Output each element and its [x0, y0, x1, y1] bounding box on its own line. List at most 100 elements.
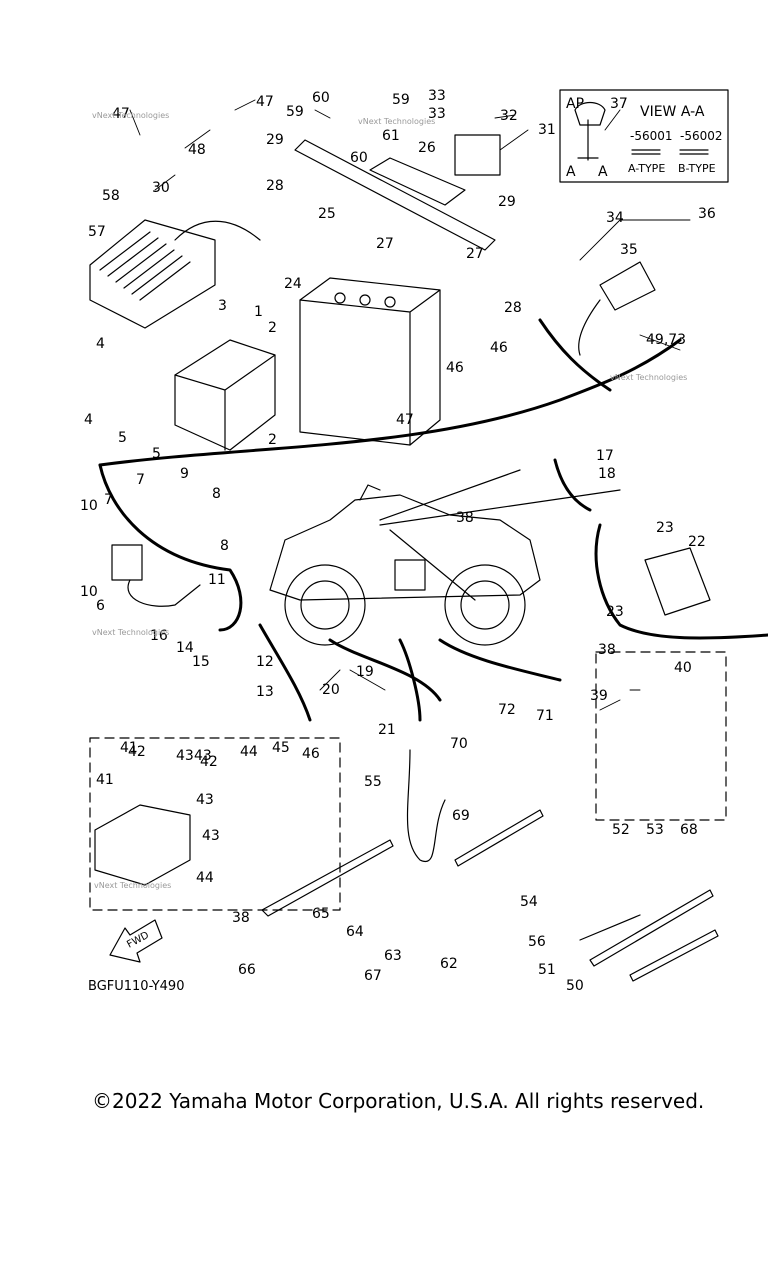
callout-number: 63 [384, 948, 402, 964]
callout-number: 29 [266, 132, 284, 148]
callout-number: 30 [152, 180, 170, 196]
callout-number: 55 [364, 774, 382, 790]
callout-number: 3 [218, 298, 227, 314]
callout-number: 67 [364, 968, 382, 984]
callout-number: 65 [312, 906, 330, 922]
view-box-prefix: AP [566, 96, 584, 112]
callout-number: 15 [192, 654, 210, 670]
callout-number: 33 [428, 88, 446, 104]
callout-number: 46 [490, 340, 508, 356]
callout-number: 38 [232, 910, 250, 926]
watermark: vNext Technologies [92, 111, 169, 120]
callout-number: 42 [128, 744, 146, 760]
callout-number: 36 [698, 206, 716, 222]
callout-number: 57 [88, 224, 106, 240]
callout-number: 56 [528, 934, 546, 950]
callout-number: 12 [256, 654, 274, 670]
callout-number: 48 [188, 142, 206, 158]
callout-number: 40 [674, 660, 692, 676]
callout-number: 7 [104, 492, 113, 508]
callout-number: 58 [102, 188, 120, 204]
harness-dashed-region [595, 651, 727, 821]
callout-number: 60 [350, 150, 368, 166]
callout-number: 46 [302, 746, 320, 762]
callout-number: 27 [466, 246, 484, 262]
callout-number: 43 [196, 792, 214, 808]
callout-number: 38 [598, 642, 616, 658]
watermarks: vNext Technologies vNext Technologies vN… [92, 111, 687, 890]
diagram-code: BGFU110-Y490 [88, 979, 184, 994]
callout-number: 39 [590, 688, 608, 704]
callout-number: 38 [456, 510, 474, 526]
view-box-code-a: -56001 [630, 129, 673, 143]
callout-number: 20 [322, 682, 340, 698]
callout-number: 42 [200, 754, 218, 770]
cable-bands [261, 809, 719, 982]
callout-number: 45 [272, 740, 290, 756]
callout-number: 1 [254, 304, 263, 320]
callout-number: 13 [256, 684, 274, 700]
callout-number: 19 [356, 664, 374, 680]
callout-number: 51 [538, 962, 556, 978]
callout-number: 52 [612, 822, 630, 838]
callout-number: 23 [606, 604, 624, 620]
callout-number: 21 [378, 722, 396, 738]
callout-number: 26 [418, 140, 436, 156]
ecu-module [89, 219, 261, 329]
view-box-section-right: A [598, 164, 608, 180]
rectifier-regulator [644, 547, 711, 616]
view-box-type-b: B-TYPE [678, 162, 716, 175]
view-box-type-a: A-TYPE [628, 162, 665, 175]
callout-number: 61 [382, 128, 400, 144]
callout-number: 10 [80, 498, 98, 514]
callout-number: 27 [376, 236, 394, 252]
fuse-box [94, 804, 191, 886]
callout-number: 44 [240, 744, 258, 760]
leader-lines [129, 99, 691, 711]
watermark: vNext Technologies [94, 881, 171, 890]
callout-number: 4 [96, 336, 105, 352]
callout-number: 71 [536, 708, 554, 724]
starter-relay [454, 134, 501, 176]
callout-number: 43 [194, 748, 212, 764]
view-box-text: AP 37 VIEW A-A -56001 -56002 A-TYPE B-TY… [566, 96, 723, 180]
callout-number: 18 [598, 466, 616, 482]
copyright-notice: ©2022 Yamaha Motor Corporation, U.S.A. A… [92, 1089, 705, 1113]
callout-number: 16 [150, 628, 168, 644]
control-unit [174, 339, 276, 451]
callout-number: 59 [392, 92, 410, 108]
watermark: vNext Technologies [358, 117, 435, 126]
battery-band [294, 139, 496, 251]
watermark: vNext Technologies [610, 373, 687, 382]
atv-illustration [269, 469, 621, 646]
callout-number: 60 [312, 90, 330, 106]
callout-number: 28 [504, 300, 522, 316]
callout-number: 50 [566, 978, 584, 994]
callout-number: 43 [176, 748, 194, 764]
callout-number: 69 [452, 808, 470, 824]
callout-number: 28 [266, 178, 284, 194]
callout-number: 9 [180, 466, 189, 482]
parts-diagram: 1223445567788910101112131415161718192021… [80, 88, 768, 994]
fuse-box-dashed-region [89, 737, 341, 911]
callout-number: 70 [450, 736, 468, 752]
view-box-title: VIEW A-A [640, 104, 705, 120]
callout-number: 35 [620, 242, 638, 258]
view-box-section-left: A [566, 164, 576, 180]
callout-number: 8 [212, 486, 221, 502]
ignition-coil [111, 544, 201, 607]
callout-number: 7 [136, 472, 145, 488]
callout-number: 17 [596, 448, 614, 464]
callout-number: 72 [498, 702, 516, 718]
callout-number: 59 [286, 104, 304, 120]
callout-number: 54 [520, 894, 538, 910]
view-box-part-no: 37 [610, 96, 628, 112]
callout-number: 66 [238, 962, 256, 978]
callout-number: 2 [268, 320, 277, 336]
battery [299, 277, 441, 446]
callout-number: 2 [268, 432, 277, 448]
callout-number: 47 [256, 94, 274, 110]
callout-number: 34 [606, 210, 624, 226]
callout-number: 33 [428, 106, 446, 122]
